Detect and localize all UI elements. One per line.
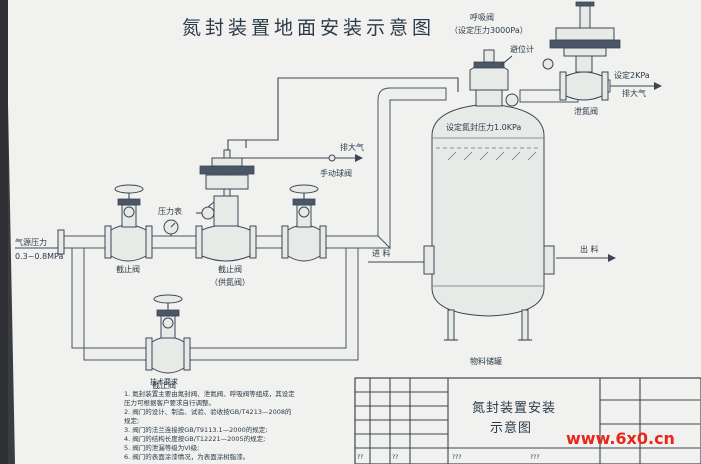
stop-valve-left-label: 截止阀 [116,264,140,274]
discharge-label: 出 料 [580,244,599,254]
manual-valve-label: 手动球阀 [320,168,352,178]
storage-tank [423,103,555,341]
stop-valve-bottom [145,294,191,374]
breather-valve [469,49,509,107]
title-block [354,377,701,464]
diagram-title: 氮封装置地面安装示意图 [182,17,435,39]
pressure-gauge-label: 压力表 [158,206,182,216]
feed-in-label: 进 料 [372,248,391,258]
impulse-line [227,77,459,150]
inlet-flange [57,229,65,255]
vent-arrow-left [355,154,363,162]
note-line-6: 5. 阀门的泄漏等级为VI级; [124,443,199,452]
note-line-4: 3. 阀门的法兰连接按GB/T9113.1—2000的规定; [124,425,267,434]
atm-arrow-right [654,82,662,90]
note-line-2: 2. 阀门的设计、制造、试验、验收按GB/T4213—2008的 [124,407,292,416]
vent-valve-label: 泄氮阀 [574,106,598,116]
stop-valve-left [104,184,153,262]
discharge-arrow [608,254,616,262]
to-atm-right-label: 排大气 [622,88,646,98]
supply-valve-label-1: 截止阀 [218,264,242,274]
tank-label: 物料储罐 [470,356,502,366]
supply-pressure-value: 0.3~0.8MPa [15,252,64,261]
breather-valve-label: 呼吸阀 [470,12,494,22]
stop-valve-right [281,184,327,262]
title-block-cell-1: ?? [392,454,398,461]
supply-pressure-label: 气源压力 [15,237,47,247]
title-block-cell-3: ??? [530,454,540,461]
lightning-rod-label: 避位计 [510,44,534,54]
set-pressure-label: 设定2KPa [614,70,650,80]
to-atm-left-label: 排大气 [340,142,364,152]
note-line-3: 规定; [124,416,139,425]
vent-nitrogen-valve [542,1,621,101]
note-line-1: 压力可根据客户要求自行调整。 [124,398,215,407]
note-line-7: 6. 阀门的表面涂漆情况，为表面涂树脂漆。 [124,452,249,461]
breather-set-label: （设定压力3000Pa） [450,25,528,35]
pressure-gauge [163,219,179,236]
note-line-5: 4. 阀门的结构长度按GB/T12221—2005的规定; [124,434,265,443]
manual-ball-valve [328,154,336,162]
riser-pipe [377,87,447,250]
title-block-title-1: 氮封装置安装 [472,401,556,416]
technical-notes: 技术要求 1. 氮封装置主要由氮封阀、泄氮阀、呼吸阀等组成，其设定 压力可根据客… [124,377,295,461]
watermark: www.6x0.cn [566,429,675,448]
note-line-0: 1. 氮封装置主要由氮封阀、泄氮阀、呼吸阀等组成，其设定 [124,389,295,398]
paper-shadow-left [0,0,8,464]
nitrogen-supply-valve [195,149,257,262]
supply-valve-label-2: （供氮阀） [210,277,250,287]
lightning-rod-leader [499,55,513,67]
nitrogen-set-label: 设定氮封压力1.0KPa [446,122,521,132]
stop-valve-bottom-label: 截止阀 [152,380,176,390]
tank-top-gauge [505,93,519,107]
title-block-cell-2: ??? [452,454,462,461]
notes-heading: 技术要求 [150,377,178,386]
title-block-cell-0: ?? [357,454,363,461]
title-block-title-2: 示意图 [490,420,532,436]
